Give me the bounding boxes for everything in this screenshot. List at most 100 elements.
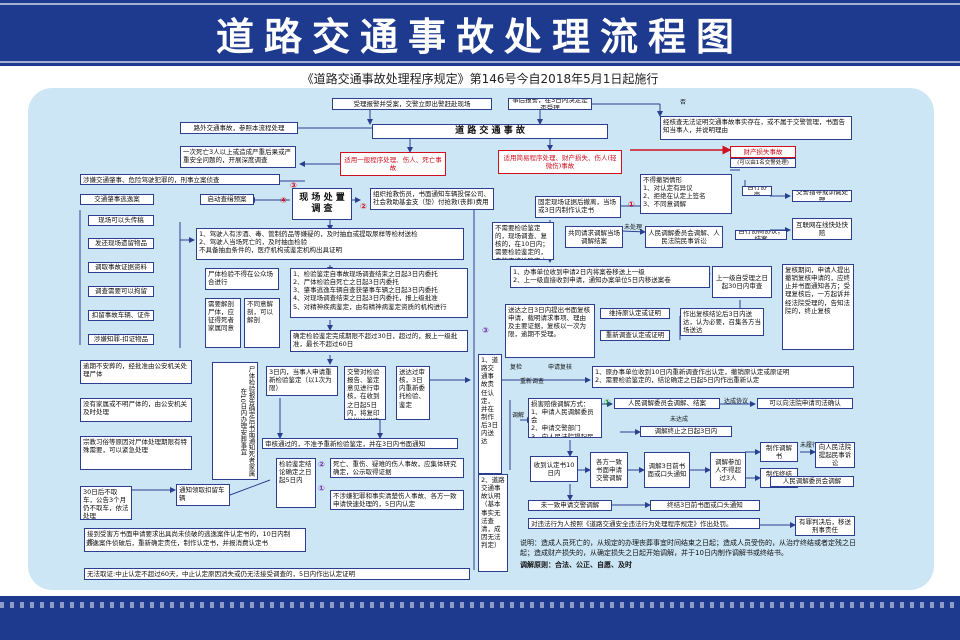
traffic-guide-box: 交警指导或训诫处理: [792, 190, 852, 202]
general-procedure-box: 适用一般程序处理、伤人、死亡事故: [340, 152, 446, 176]
evidence-box: 发还现场遗留物品: [88, 238, 154, 249]
notify-3days-box: 调解3日前书面或口头通知: [644, 452, 690, 488]
keep-box: 维持原认定或证明: [600, 308, 670, 319]
people-med2-box: 人民调解委员会调解: [770, 476, 854, 487]
mediate-request-box: 损害赔偿调解方式： 1、申请人民调解委员会 2、申请交警部门 3、向人民法院提起…: [528, 398, 602, 438]
court-confirm-box: 可以向法院申请司法确认: [757, 398, 853, 409]
result-date-box: 检验鉴定结论确定之日起5日内: [276, 458, 316, 508]
principle-note: 调解原则：合法、公正、自愿、及时: [520, 561, 632, 569]
result-box: 制作调解书: [760, 442, 798, 462]
footer-bar: [0, 596, 960, 640]
need-autopsy-box: 需要解剖尸体，应征得死者家属同意: [205, 298, 241, 348]
approve-box: 审核通过的，不准予重新检验鉴定，并在3日内书面通知: [262, 438, 458, 449]
limit-box: 确定检验鉴定完成期限不超过30日，超过的，报上一级批准，最长不超过60日: [290, 330, 468, 352]
report-box: 受理报警并受案，交警立即出警赶赴现场: [332, 98, 492, 110]
label-not-reached: 未达成: [670, 416, 689, 423]
no-proof-box: 无法取证:中止认定不超过60天，中止认定原因消失或仍无法接受调查的，5日内作出认…: [84, 568, 470, 580]
review-result-box: 作出复核结论后3日内送达，认为必要，召集各方当场送达: [680, 308, 764, 336]
appraise-box: 1、检验鉴定自事故现场调查结束之日起3日内委托 2、尸体检验自死亡之日起3日内委…: [290, 268, 468, 318]
step-number: ①: [318, 484, 325, 493]
escape-box: 交通肇事逃逸案: [80, 194, 154, 205]
header-bar: 道路交通事故处理流程图: [0, 0, 960, 66]
step-number: ①: [628, 200, 635, 209]
blood-test-box: 1、驾驶人有涉酒、毒、管制药品等嫌疑的，及时抽血或提取尿样等检材送检 2、驾驶人…: [196, 228, 464, 260]
witness-box: 调查需要可以拘留: [88, 286, 154, 297]
lawsuit-box: 向人民法院提起民事诉讼: [815, 442, 855, 468]
no-victim-box: 不涉嫌犯罪和事实清楚伤人事故、各方一致申请快速处理的，5日内认定: [330, 490, 464, 510]
review-note-box: 复核期间，申请人提出撤销复核申请的，应终止并书面通知各方；受理复核后，一方起诉并…: [782, 264, 854, 350]
step-number: ②: [318, 460, 325, 469]
page-subtitle: 《道路交通事故处理程序规定》第146号今自2018年5月1日起施行: [301, 72, 659, 86]
label-agree: 达成协议: [724, 398, 749, 405]
no-resp-box: 送达之日3日内提出书面复核申请，载明请求事项、理由及主要证据，复核以一次为限，逾…: [505, 304, 595, 358]
end-notify-box: 终结3日前书面或口头通知: [650, 500, 760, 511]
re-appraise-box: 交警对检验报告、鉴定意见进行审核，在收到之日起5日内，将复印件送达当事人: [344, 366, 386, 420]
video-box: 调取事故证据资料: [88, 262, 154, 273]
body-notify-box: 尸体检验报告确定后书面通知死者家属在10日内办理安葬事宜: [212, 362, 258, 480]
rescue-box: 组织抢救伤员，书面通知车辆投保公司、社会救助基金支（垫）付抢救(丧葬)费用: [370, 188, 494, 210]
party-appl-box: 各方一致书面申请交警调解: [590, 452, 628, 488]
record-box: 共同请求调解当场调解结案: [565, 226, 623, 248]
self-negotiate-box: 自行协商: [742, 186, 772, 196]
violation-box: 对违法行为人按照《道路交通安全违法行为处理程序规定》作出处罚。: [528, 518, 760, 529]
step-number: ③: [290, 181, 297, 190]
fast-appraise-box: 不需要检验鉴定的，现场调查、复核的，在10日内；需要检验鉴定的，自鉴定结论确定之…: [492, 222, 554, 260]
property-sub-box: (可以由1名交警处理): [730, 158, 796, 168]
label-no: 否: [680, 99, 687, 106]
step-number: ④: [280, 196, 287, 205]
step-number: ①: [604, 398, 611, 407]
nonroad-box: 路外交通事故，参照本流程处理: [180, 122, 298, 134]
simple-procedure-box: 适用简易程序处理、财产损失、伤人(轻微伤)事故: [498, 150, 622, 174]
detain-car-box: 扣留事故车辆、证件: [88, 310, 154, 321]
appeal-box: 1、办事单位收到申请2日内将案卷移送上一级 2、上一级直接收到申请，通知办案单位…: [510, 266, 710, 288]
no-family-box: 没有家属或不明尸体的，由公安机关及时处理: [80, 398, 192, 422]
escape-chase-box: 启动查缉预案: [200, 194, 254, 205]
step-number: ③: [482, 326, 489, 335]
within-appraise-box: 送达过审核，3日内重新委托检验、鉴定: [396, 366, 430, 420]
crime-box: 涉嫌交通肇事、危险驾驶犯罪的，刑事立案侦查: [80, 174, 280, 185]
no-cert-box: 不得撤销情形 1、对认定有异议 2、拒绝在认定上签名 3、不同意调解: [640, 174, 732, 214]
resp-box: 1、道路交通事故责任认定，并在制作后3日内送达: [478, 354, 502, 474]
return-car-box: 通知领取扣留车辆: [176, 484, 230, 506]
settle-box: 接到受害方书面申请要求出具尚未侦破的逃逸案件认定书的，10日内制作。: [84, 528, 306, 552]
people-med-box: 人民调解委员会调解、结案: [614, 398, 720, 409]
serious-box: 一次死亡3人以上或造成严重后果或严重安全问题的，开展深度调查: [180, 146, 296, 168]
explain-note: 说明：造成人员死亡的，从规定的办理丧葬事宜时间结束之日起；造成人员受伤的，从治疗…: [520, 539, 856, 558]
crime-end-box: 有罪判决后，移送刑事责任: [795, 516, 855, 536]
label-appeal: 申请复核: [548, 364, 573, 371]
header-stripe: [0, 3, 960, 5]
fault-text: 逃逸案件侦破后，重新确定责任，制作认定书，并报消费认定书: [86, 539, 268, 547]
page-title: 道路交通事故处理流程图: [215, 15, 744, 59]
after-report-box: 事后报警，在3日内决定是否受理: [508, 98, 592, 110]
label-not-agree: 未履行: [800, 442, 819, 449]
people-box: 调解参加人不得超过3人: [710, 452, 746, 488]
death-check-box: 死亡、重伤、疑难的伤人事故，应集体研究确定，公示取得证据: [330, 458, 464, 478]
label-mediate: 调解: [512, 412, 525, 419]
internet-box: 互联网在线快处快赔: [792, 218, 852, 240]
autopsy-box: 尸体检验不得在公众场合进行: [205, 268, 279, 290]
photo-box: 现场可以头传稿: [88, 215, 154, 226]
resp2-box: 2、道路交通事故认明（基本事实无法查清，成因无法判定）: [478, 474, 508, 572]
main-box: 道 路 交 通 事 故: [372, 124, 608, 139]
cancel-box: 1、原办事单位收到10日内重新调查作出认定，撤销原认定或原证明 2、需要检验鉴定…: [592, 366, 854, 388]
mediate-end-box: 调解终止之日起3日内: [640, 426, 732, 437]
footer-pattern: [0, 602, 960, 608]
body-unknown-box: 逾期不安葬的，经批准由公安机关处理尸体: [80, 360, 192, 384]
fixed-scene-box: 固定现场证据后撤离，当场或3日内制作认定书: [535, 196, 621, 218]
header-stripe: [0, 61, 960, 63]
above-box: 上一级自受理之日起30日内审查: [712, 266, 772, 298]
label-approve: 复检: [510, 364, 523, 371]
property-box: 财产损失事故: [730, 146, 796, 158]
party-appraise-box: 3日内，当事人申请重新检验鉴定（以1次为限）: [266, 366, 338, 396]
religion-box: 宗教习俗等原因对尸体处理期限有特殊需要，可以紧急处理: [80, 436, 192, 470]
scene-box: 现 场 处 置 调 查: [292, 188, 352, 220]
no-consent-box: 不同意解剖，可以解剖: [244, 298, 280, 348]
one-party-box: 未一致申请交警调解: [528, 500, 612, 511]
30days-box: 30日后不取车，公告3个月仍不取车，依法处理: [80, 486, 132, 520]
reinvest-box: 重新调查认定或证明: [600, 330, 670, 341]
label-review: 重新调查: [520, 378, 545, 385]
recv-box: 收到认定书10日内: [530, 456, 578, 482]
step-number: ②: [360, 202, 367, 211]
self-end-box: 自行协商协议；结案: [735, 230, 787, 240]
